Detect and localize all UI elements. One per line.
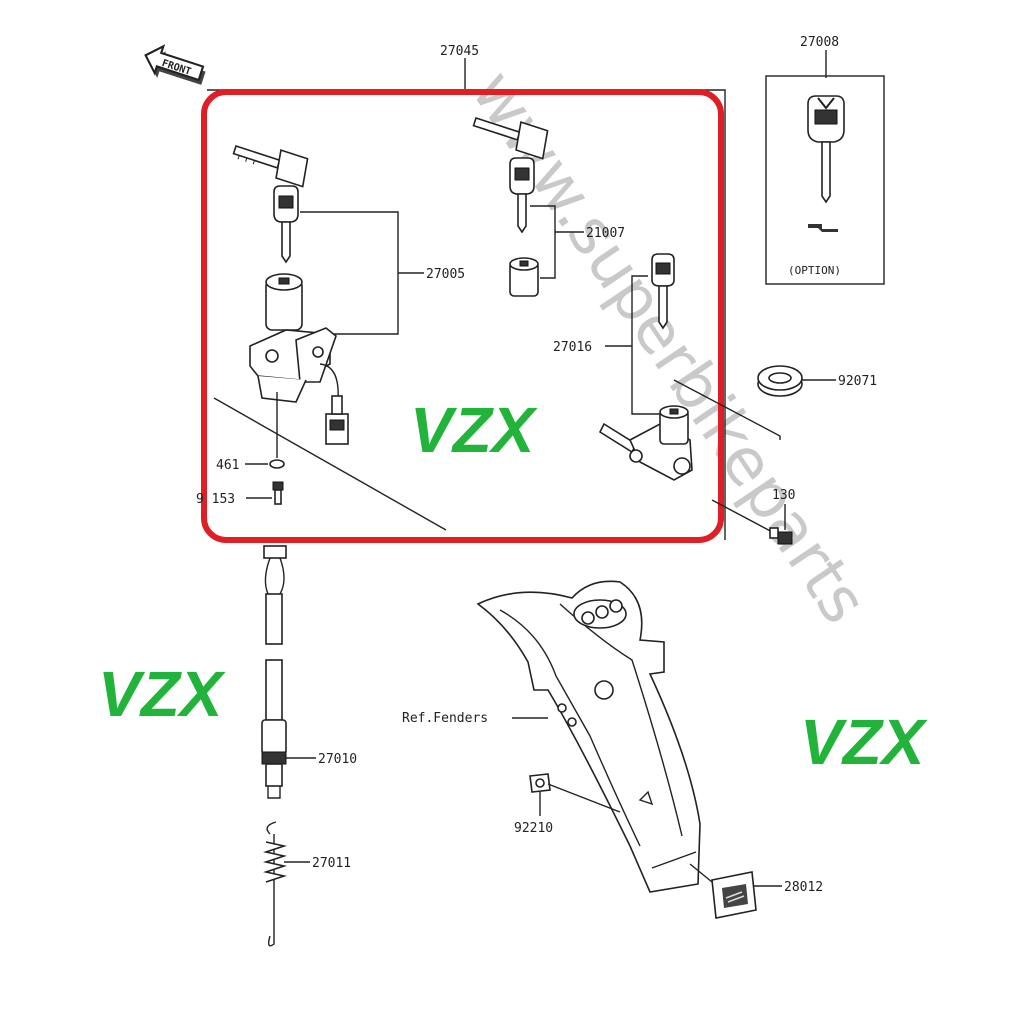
label-plate-28012	[711, 871, 757, 919]
label-27008: 27008	[800, 35, 839, 50]
highlight-frame	[201, 89, 724, 543]
key-icon	[273, 185, 299, 264]
kawasaki-key-icon	[807, 95, 845, 204]
reference-line	[213, 397, 447, 531]
kawasaki-logo-icon	[808, 224, 838, 232]
clip-92210	[529, 773, 551, 793]
label-27005: 27005	[426, 267, 465, 282]
screw-153	[272, 481, 284, 505]
spring-27011	[263, 821, 287, 947]
label-461: 461	[216, 458, 239, 473]
key-icon	[232, 144, 309, 188]
front-arrow: FRONT	[144, 44, 206, 85]
label-153: 9 153	[196, 492, 235, 507]
rear-fender	[476, 580, 701, 893]
key-icon	[472, 116, 549, 160]
vzx-watermark-left: VZX	[98, 658, 226, 730]
label-27010: 27010	[318, 752, 357, 767]
seat-lock	[598, 405, 693, 481]
grommet-92071	[757, 365, 803, 397]
ignition-switch	[249, 273, 339, 414]
bolt-130	[769, 527, 793, 545]
option-box	[765, 75, 885, 285]
label-130: 130	[772, 488, 795, 503]
label-92071: 92071	[838, 374, 877, 389]
label-21007: 21007	[586, 226, 625, 241]
key-icon	[509, 157, 535, 234]
connector-plug	[325, 395, 349, 445]
washer-461	[269, 459, 285, 469]
label-27045: 27045	[440, 44, 479, 59]
label-28012: 28012	[784, 880, 823, 895]
label-27011: 27011	[312, 856, 351, 871]
key-icon	[651, 253, 675, 330]
label-27016: 27016	[553, 340, 592, 355]
switch-cable	[261, 545, 287, 799]
label-ref-fenders: Ref.Fenders	[402, 711, 488, 726]
label-option: (OPTION)	[788, 264, 841, 277]
vzx-watermark-right: VZX	[800, 706, 928, 778]
vzx-watermark-center: VZX	[410, 394, 538, 466]
lock-cylinder	[509, 257, 539, 297]
label-92210: 92210	[514, 821, 553, 836]
